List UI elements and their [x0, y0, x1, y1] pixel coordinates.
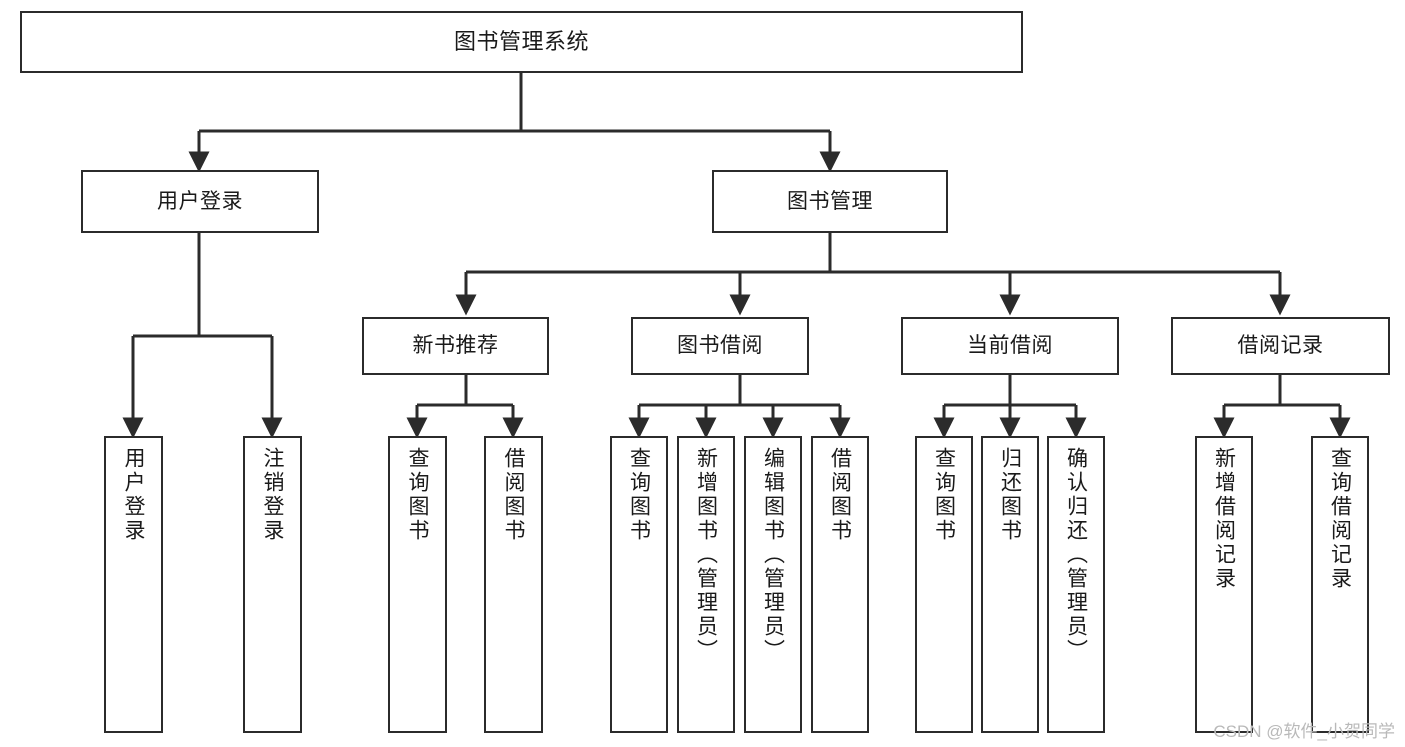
node-label: 用户登录: [122, 447, 145, 543]
leaf-borrow-book-recommend[interactable]: 借阅图书: [484, 436, 543, 733]
node-label: 查询借阅记录: [1328, 447, 1352, 591]
node-label: 新书推荐: [412, 334, 499, 358]
node-current-borrow[interactable]: 当前借阅: [901, 317, 1119, 375]
node-book-borrow[interactable]: 图书借阅: [631, 317, 809, 375]
leaf-confirm-return-admin[interactable]: 确认归还（管理员）: [1047, 436, 1105, 733]
node-user-login[interactable]: 用户登录: [81, 170, 319, 233]
leaf-query-book-borrow[interactable]: 查询图书: [610, 436, 668, 733]
node-new-book-recommendation[interactable]: 新书推荐: [362, 317, 549, 375]
node-label: 查询图书: [406, 447, 429, 543]
node-label: 编辑图书（管理员）: [761, 447, 785, 663]
node-label: 查询图书: [627, 447, 651, 543]
leaf-edit-book-admin[interactable]: 编辑图书（管理员）: [744, 436, 802, 733]
leaf-user-login[interactable]: 用户登录: [104, 436, 163, 733]
leaf-add-book-admin[interactable]: 新增图书（管理员）: [677, 436, 735, 733]
node-label: 归还图书: [998, 447, 1022, 543]
node-book-management[interactable]: 图书管理: [712, 170, 948, 233]
leaf-logout[interactable]: 注销登录: [243, 436, 302, 733]
node-borrow-record[interactable]: 借阅记录: [1171, 317, 1390, 375]
leaf-query-book-current[interactable]: 查询图书: [915, 436, 973, 733]
node-label: 借阅图书: [502, 447, 525, 543]
leaf-query-borrow-record[interactable]: 查询借阅记录: [1311, 436, 1369, 733]
node-label: 查询图书: [932, 447, 956, 543]
node-label: 图书管理系统: [453, 28, 589, 54]
node-label: 借阅记录: [1237, 334, 1324, 358]
node-label: 新增图书（管理员）: [694, 447, 718, 663]
node-label: 图书管理: [787, 189, 873, 213]
node-label: 借阅图书: [828, 447, 852, 543]
node-label: 当前借阅: [967, 334, 1053, 358]
node-label: 图书借阅: [677, 334, 763, 358]
node-label: 注销登录: [261, 447, 284, 543]
node-label: 用户登录: [157, 189, 243, 213]
leaf-borrow-book[interactable]: 借阅图书: [811, 436, 869, 733]
leaf-add-borrow-record[interactable]: 新增借阅记录: [1195, 436, 1253, 733]
node-label: 新增借阅记录: [1212, 447, 1236, 591]
leaf-query-book-recommend[interactable]: 查询图书: [388, 436, 447, 733]
leaf-return-book[interactable]: 归还图书: [981, 436, 1039, 733]
node-label: 确认归还（管理员）: [1064, 447, 1088, 663]
node-root-book-management-system[interactable]: 图书管理系统: [20, 11, 1023, 73]
